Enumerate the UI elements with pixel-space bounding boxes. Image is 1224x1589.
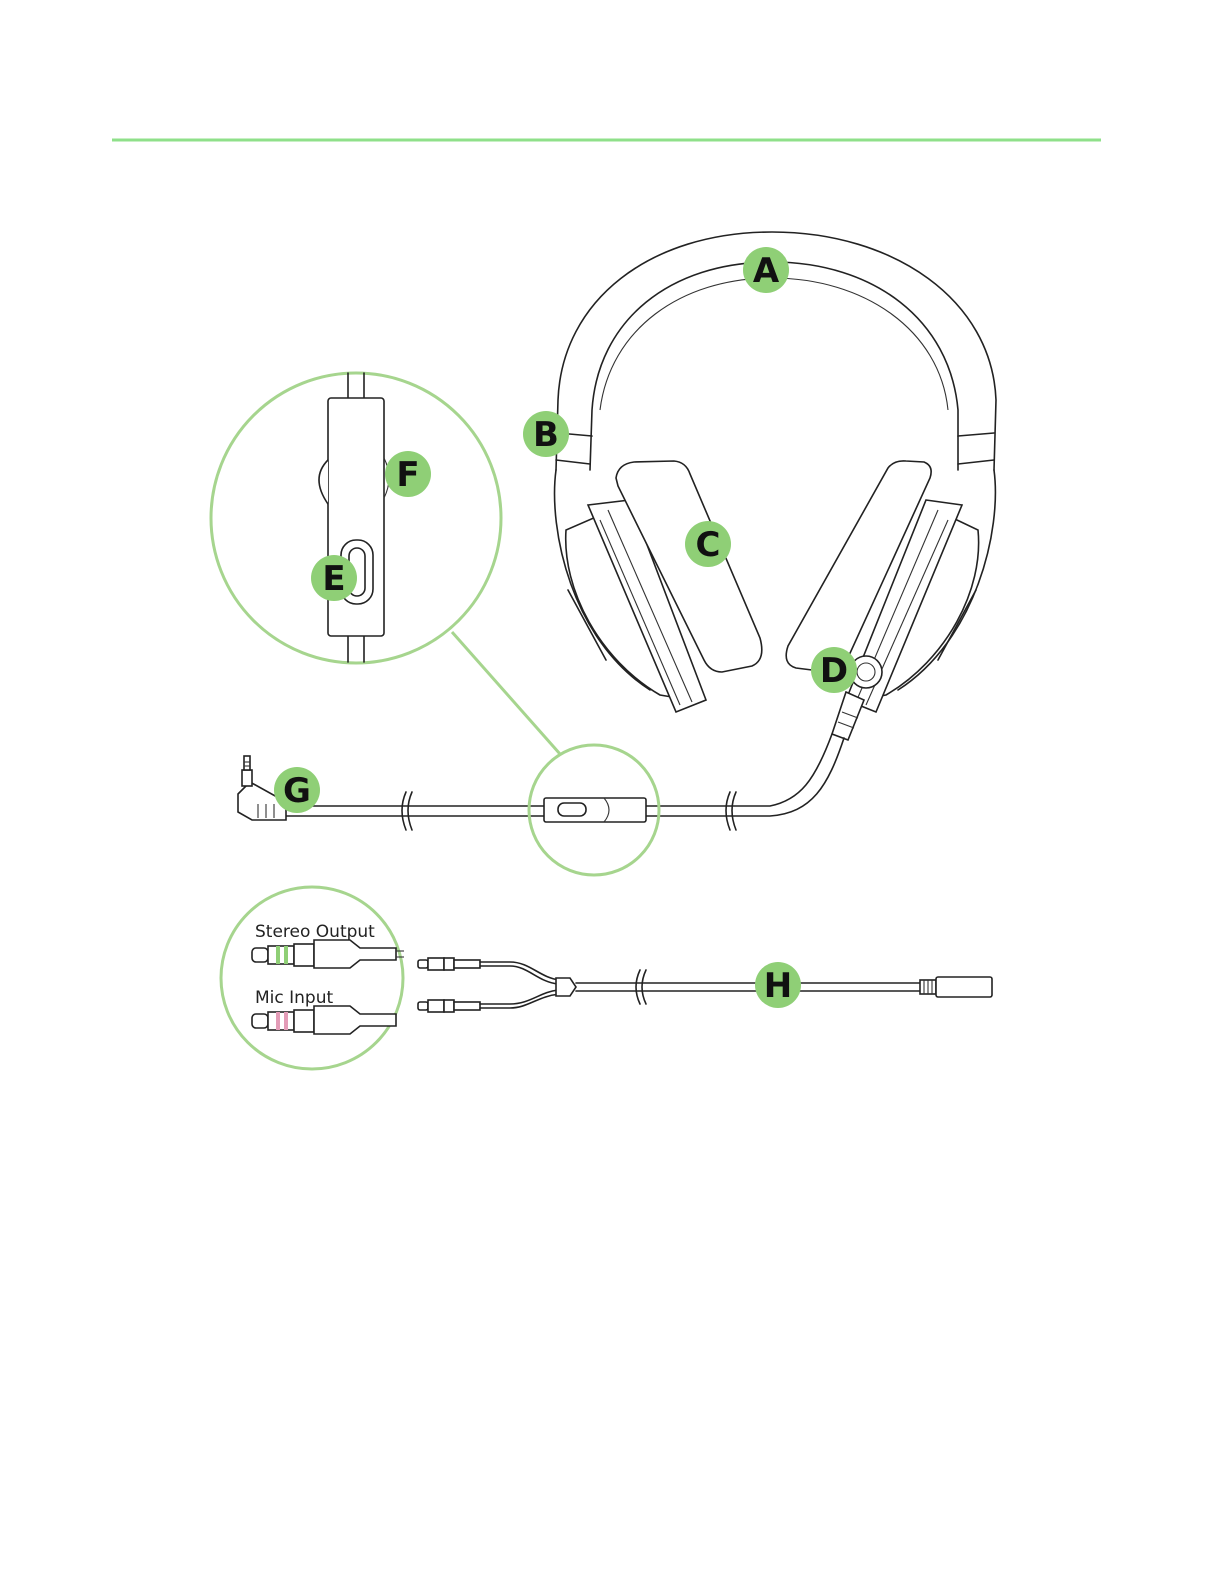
stereo-output-label: Stereo Output (255, 922, 375, 942)
stereo-output-plug (252, 940, 404, 968)
splitter-zoom-circle (221, 887, 403, 1069)
mic-input-plug (252, 1006, 396, 1034)
hinge-right-top (958, 433, 994, 436)
svg-text:E: E (322, 559, 345, 599)
hinge-right-bottom (958, 460, 994, 464)
splitter-plug-bottom (418, 990, 560, 1012)
headband-inner (590, 262, 958, 470)
splitter-plug-top (418, 958, 560, 984)
callout-d: D (811, 647, 857, 693)
inline-remote-switch (558, 803, 586, 816)
callout-b: B (523, 411, 569, 457)
callout-f: F (385, 451, 431, 497)
svg-text:B: B (533, 415, 559, 455)
svg-text:G: G (283, 771, 311, 811)
svg-text:H: H (764, 966, 792, 1006)
volume-wheel-enlarged (319, 460, 328, 504)
strain-relief (832, 692, 864, 740)
svg-text:F: F (396, 455, 419, 495)
svg-text:C: C (696, 525, 721, 565)
callout-a: A (743, 247, 789, 293)
main-cable (238, 734, 844, 830)
y-junction (556, 978, 576, 996)
callout-e: E (311, 555, 357, 601)
callout-h: H (755, 962, 801, 1008)
splitter-cable-break (636, 970, 640, 1004)
splitter-cable (221, 887, 992, 1069)
svg-text:A: A (753, 251, 780, 291)
female-audio-jack (920, 977, 992, 997)
svg-text:D: D (820, 651, 848, 691)
mic-input-label: Mic Input (255, 988, 333, 1008)
callout-g: G (274, 767, 320, 813)
cable-break-right (726, 792, 730, 830)
hinge-left-bottom (556, 460, 590, 464)
callout-c: C (685, 521, 731, 567)
cable-break-left (402, 792, 406, 830)
zoom-connector (452, 632, 560, 754)
headset-illustration (555, 232, 996, 740)
